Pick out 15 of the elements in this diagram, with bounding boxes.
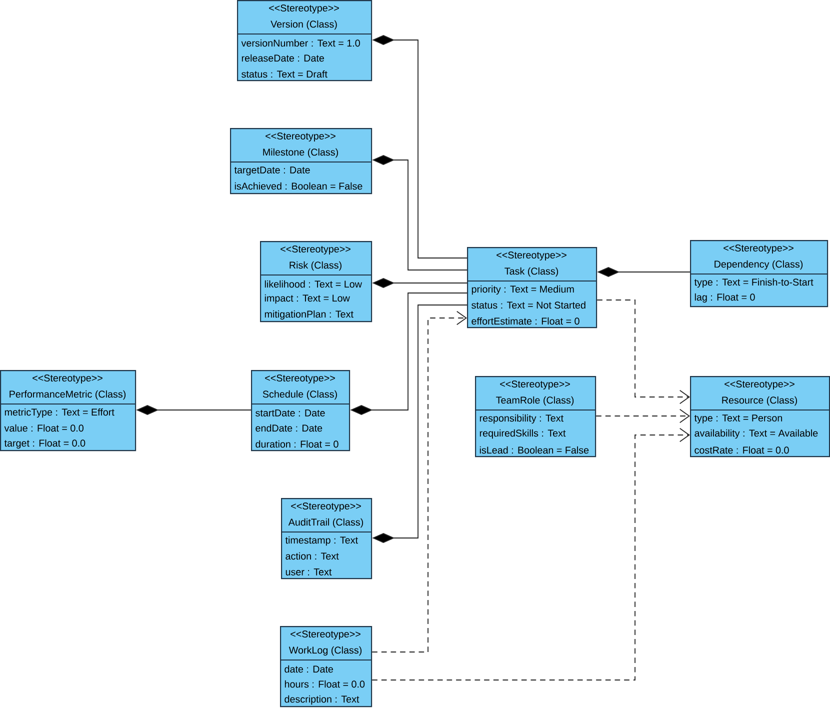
- class-box: <<Stereotype>> Schedule (Class) startDate : Date endDate : Date duration : Float = 0: [251, 370, 350, 452]
- class-box: <<Stereotype>> Milestone (Class) targetDate : Date isAchieved : Boolean = False: [230, 128, 372, 194]
- class-box: <<Stereotype>> Version (Class) versionNumber : Text = 1.0 releaseDate : Date status : Text = Draft: [237, 0, 372, 82]
- class-box: <<Stereotype>> Task (Class) priority : Text = Medium status : Text = Not Started effortEstimate : Float = 0: [467, 247, 598, 328]
- connector: [372, 428, 690, 680]
- class-box: <<Stereotype>> Risk (Class) likelihood : Text = Low impact : Text = Low mitigationPlan : Text: [260, 241, 372, 322]
- connector: [372, 310, 468, 652]
- class-box: <<Stereotype>> WorkLog (Class) date : Date hours : Float = 0.0 description : Text: [280, 626, 372, 708]
- class-box: <<Stereotype>> TeamRole (Class) responsibility : Text requiredSkills : Text isLead : Boolean = False: [475, 376, 596, 458]
- class-box: <<Stereotype>> PerformanceMetric (Class) metricType : Text = Effort value : Float = 0.0 target : Float = 0.0: [0, 370, 136, 452]
- connector: [596, 300, 690, 404]
- class-box: <<Stereotype>> Dependency (Class) type : Text = Finish-to-Start lag : Float = 0: [690, 240, 828, 308]
- class-box: <<Stereotype>> AuditTrail (Class) timestamp : Text action : Text user : Text: [281, 498, 372, 580]
- connector: [596, 408, 690, 424]
- class-box: <<Stereotype>> Resource (Class) type : Text = Person availability : Text = Available costRate : Float = 0.0: [690, 376, 830, 458]
